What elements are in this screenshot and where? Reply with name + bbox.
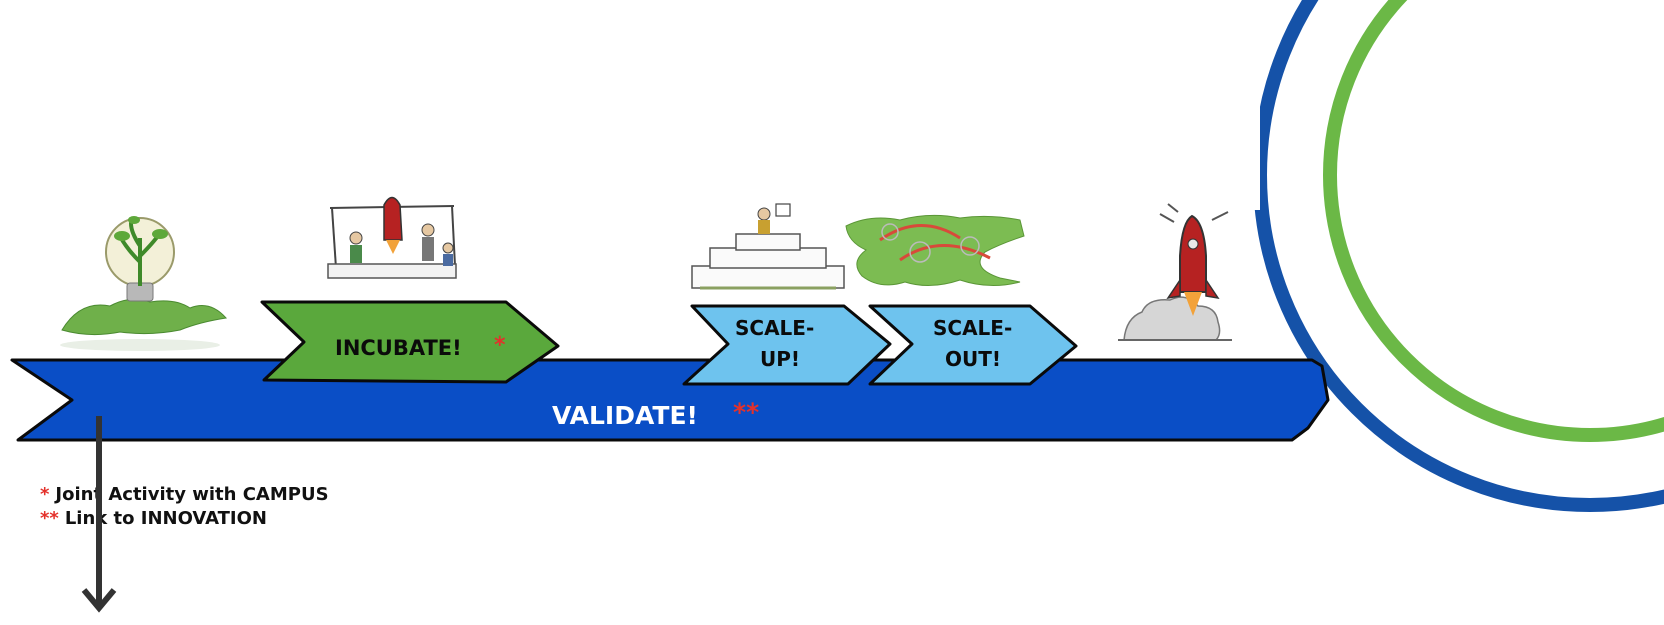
scale-out-label-line2: OUT! [945, 347, 1001, 371]
world-map-icon [845, 214, 1025, 286]
decorative-rings [1150, 0, 1664, 512]
legend-item-2-marker: ** [40, 508, 59, 529]
validate-arrow: VALIDATE! ** [10, 358, 1330, 442]
scale-up-chevron: SCALE- UP! [682, 304, 892, 386]
validate-marker: ** [733, 398, 759, 427]
down-arrow-icon [81, 416, 117, 613]
podium-icon [691, 203, 845, 290]
legend-item-1: *Joint Activity with CAMPUS [40, 484, 329, 505]
incubate-label: INCUBATE! [335, 336, 462, 360]
incubator-meeting-icon [327, 196, 457, 279]
rocket-launch-icon [1118, 203, 1232, 341]
incubate-marker: * [494, 333, 506, 358]
scale-out-label-line1: SCALE- [933, 316, 1012, 340]
legend-item-2-text: Link to INNOVATION [65, 508, 267, 529]
legend-item-2: ** Link to INNOVATION [40, 508, 267, 529]
incubate-chevron: INCUBATE! * [260, 300, 560, 384]
lightbulb-plant-on-map-icon [60, 216, 227, 351]
scale-out-chevron: SCALE- OUT! [868, 304, 1078, 386]
green-ring [1323, 0, 1664, 442]
scale-up-label-line2: UP! [760, 347, 800, 371]
legend-item-1-marker: * [40, 484, 50, 505]
scale-up-label-line1: SCALE- [735, 316, 814, 340]
validate-label: VALIDATE! [552, 401, 698, 430]
legend: *Joint Activity with CAMPUS ** Link to IN… [40, 484, 329, 529]
legend-item-1-text: Joint Activity with CAMPUS [53, 484, 328, 505]
